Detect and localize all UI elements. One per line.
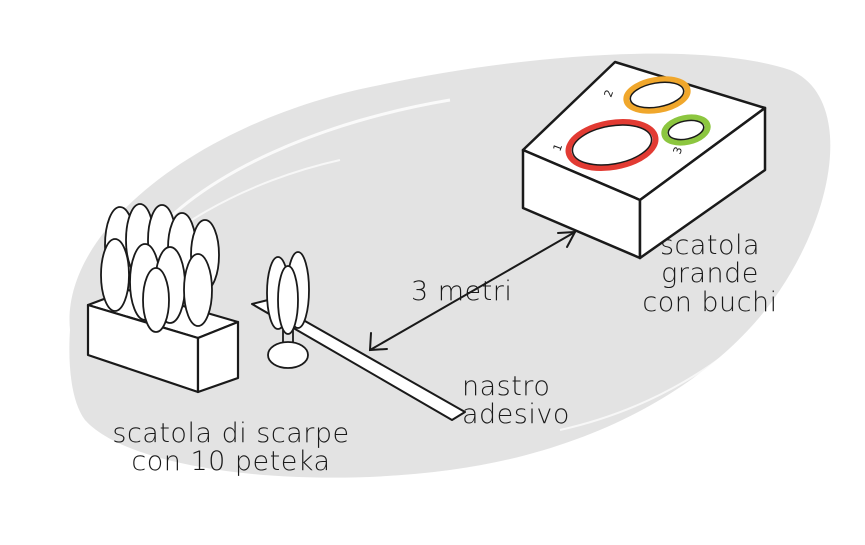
distance-arrow (368, 230, 577, 352)
hole-number-3: 3 (671, 145, 686, 156)
bigbox-label-line3: con buchi (642, 286, 778, 318)
distance-label: 3 metri (411, 276, 513, 307)
hole-1 (565, 119, 659, 171)
tape-label-line1: nastro (462, 371, 551, 402)
hole-number-1: 1 (551, 142, 566, 153)
hole-numbers: 1 2 3 (551, 88, 686, 156)
single-peteka (266, 251, 310, 369)
tape-label: nastro adesivo (462, 371, 570, 431)
shoebox-peteka (100, 203, 220, 333)
shoebox-label: scatola di scarpe con 10 peteka (96, 418, 366, 478)
bigbox-label-line1: scatola (659, 230, 761, 261)
big-box-hole-outlines (571, 81, 705, 166)
shoebox-label-line2: con 10 peteka (131, 446, 331, 478)
shoebox-label-line1: scatola di scarpe (112, 418, 350, 449)
tape-label-line2: adesivo (462, 399, 570, 431)
hole-number-2: 2 (602, 88, 617, 99)
bigbox-label: scatola grande con buchi (640, 230, 780, 318)
bigbox-label-line2: grande (661, 258, 759, 290)
tape-strip (251, 299, 466, 421)
